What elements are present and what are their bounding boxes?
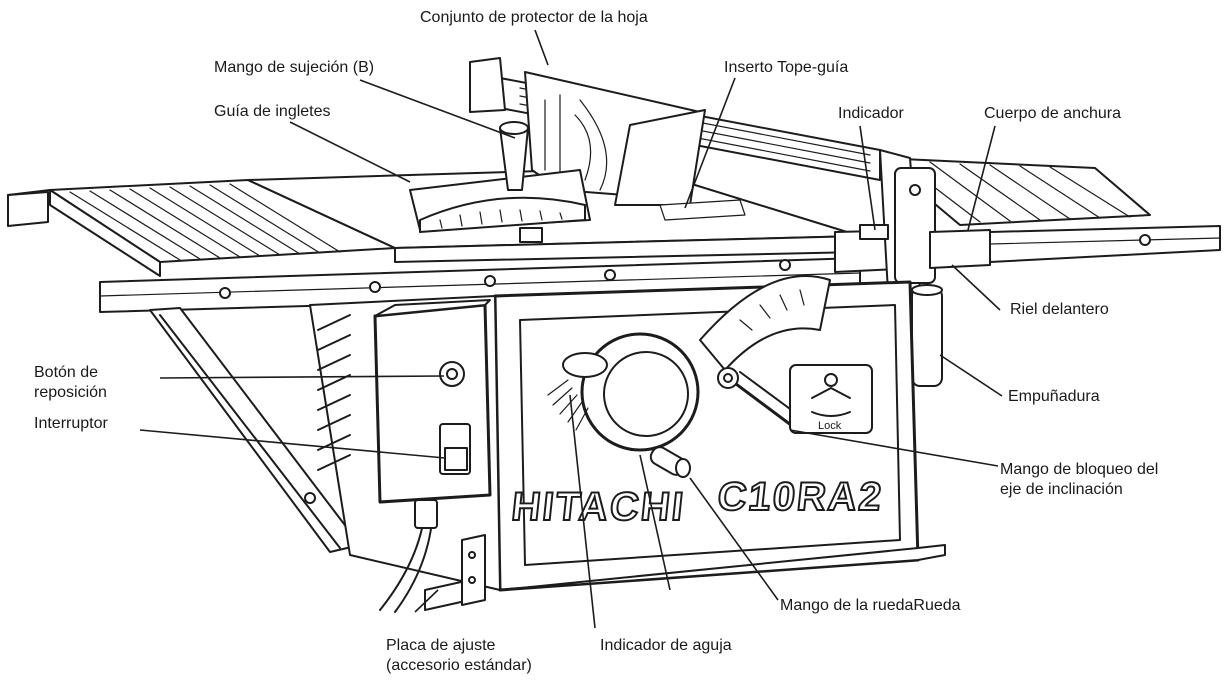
front-rail xyxy=(99,225,1221,313)
adjust-plate xyxy=(424,534,486,611)
right-extension-table xyxy=(879,157,1151,226)
fence-insert-plate xyxy=(659,199,746,221)
leader-reset-button xyxy=(159,375,445,379)
label-reset-button-line1: Botón de xyxy=(34,364,99,381)
power-cord xyxy=(379,499,438,613)
label-grip: Empuñadura xyxy=(1008,388,1100,405)
label-indicator: Indicador xyxy=(838,105,904,122)
grip xyxy=(911,284,943,387)
label-front-rail: Riel delantero xyxy=(1010,301,1109,318)
leader-front-rail xyxy=(951,264,1001,311)
leader-switch xyxy=(139,429,446,459)
label-clamp-handle: Mango de sujeción (B) xyxy=(214,59,375,76)
leader-miter-guide xyxy=(289,121,411,183)
brand-text: HITACHI xyxy=(509,485,687,529)
label-miter-guide: Guía de ingletes xyxy=(214,103,331,120)
lock-symbol-plate: Lock xyxy=(789,364,873,434)
left-extension-table xyxy=(7,179,396,277)
label-reset-button-line2: reposición xyxy=(34,384,107,401)
label-tilt-lock: Mango de bloqueo del eje de inclinación xyxy=(1000,460,1158,500)
leader-clamp-handle xyxy=(359,79,516,139)
brand-plate: HITACHI C10RA2 xyxy=(508,474,886,530)
blade-guard-assembly xyxy=(524,71,706,206)
label-tilt-lock-line1: Mango de bloqueo del xyxy=(1000,461,1159,478)
leader-wheel xyxy=(639,454,671,591)
leader-wheel-handle xyxy=(689,477,779,601)
switch-box xyxy=(373,299,492,504)
model-text: C10RA2 xyxy=(715,475,885,519)
leader-fence-insert xyxy=(684,77,736,209)
leader-needle-indicator xyxy=(569,394,596,629)
lock-mark: Lock xyxy=(818,420,842,432)
leader-width-body xyxy=(967,125,996,231)
label-wheel-handle: Mango de la ruedaRueda xyxy=(780,597,961,614)
label-needle-indicator: Indicador de aguja xyxy=(600,637,732,654)
leader-blade-guard xyxy=(534,29,549,66)
label-switch: Interruptor xyxy=(34,415,108,432)
leader-indicator xyxy=(859,125,876,231)
label-adjust-plate-line1: Placa de ajuste xyxy=(386,637,496,654)
label-blade-guard: Conjunto de protector de la hoja xyxy=(420,9,648,26)
label-fence-insert: Inserto Tope-guía xyxy=(724,59,849,76)
leader-adjust-plate xyxy=(414,589,439,613)
leader-lines xyxy=(139,29,1003,629)
leader-tilt-lock xyxy=(789,429,999,467)
fence-carriage xyxy=(834,149,991,293)
label-width-body: Cuerpo de anchura xyxy=(984,105,1121,122)
leader-grip xyxy=(939,354,1003,397)
handwheel xyxy=(547,332,700,478)
tilt-scale xyxy=(699,275,831,371)
miter-guide xyxy=(409,121,591,243)
label-adjust-plate: Placa de ajuste (accesorio estándar) xyxy=(386,636,532,676)
label-reset-button: Botón de reposición xyxy=(34,363,107,403)
label-tilt-lock-line2: eje de inclinación xyxy=(1000,481,1123,498)
label-adjust-plate-line2: (accesorio estándar) xyxy=(386,657,532,674)
